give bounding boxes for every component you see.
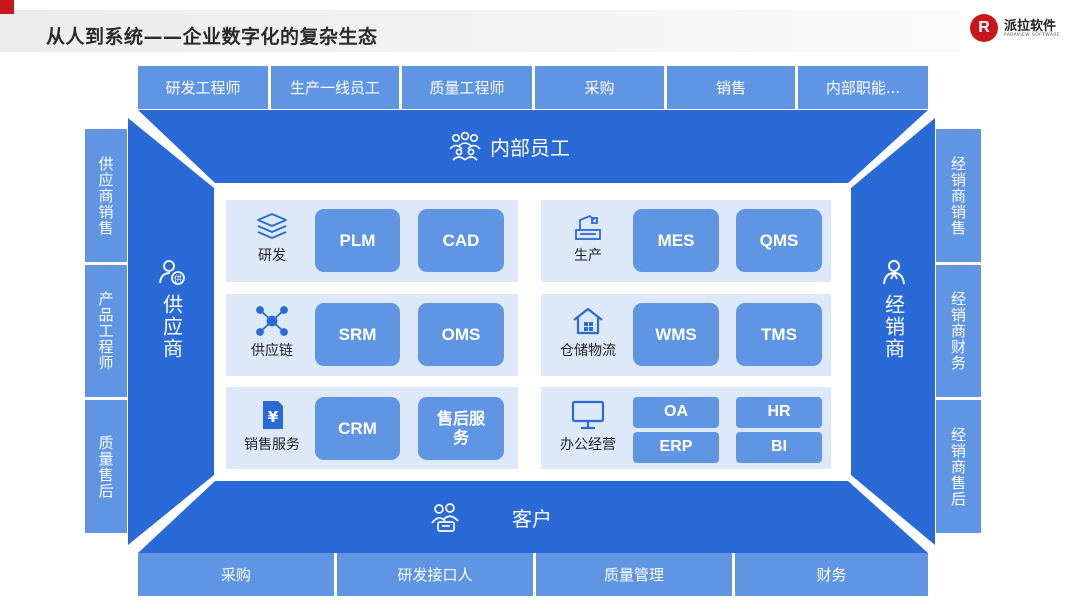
warehouse-icon [573,307,603,335]
system-bi: BI [736,432,822,463]
bottom-role-3: 质量管理 [536,553,732,596]
header-band [0,10,960,52]
header-accent-square [0,0,14,14]
bottom-role-1: 采购 [138,553,334,596]
supplier-person-icon: 供 [159,260,185,285]
frame-top [138,110,928,183]
customer-label: 客户 [430,500,552,534]
supplier-text: 供应商 [159,294,184,360]
system-tms: TMS [736,303,822,366]
svg-text:¥: ¥ [268,408,279,426]
dealer-text: 经销商 [881,294,906,360]
bottom-role-2: 研发接口人 [337,553,533,596]
system-hr: HR [736,397,822,428]
frame-bottom [138,481,928,553]
frame-left [128,118,214,545]
factory-icon [575,214,601,240]
system-qms: QMS [736,209,822,272]
system-erp: ERP [633,432,719,463]
category-sales-service-label: 销售服务 [244,437,300,453]
supplier-label: 供 供应商 [157,258,187,360]
category-rd-label: 研发 [258,248,286,264]
right-role-1: 经销商销售 [936,129,981,262]
yuan-document-icon: ¥ [263,401,283,429]
brand-logo-icon: R [970,14,998,42]
top-role-3: 质量工程师 [402,66,532,109]
top-role-4: 采购 [535,66,664,109]
system-srm: SRM [315,303,400,366]
svg-text:供: 供 [174,274,182,284]
system-mes: MES [633,209,719,272]
frame-right [851,118,935,545]
top-role-5: 销售 [667,66,795,109]
system-after-sales: 售后服务 [418,397,504,460]
right-role-2: 经销商财务 [936,265,981,397]
brand-name-en: PARAVIEW SOFTWARE [1004,33,1061,38]
category-supply-chain: 供应链 [234,305,310,360]
category-production: 生产 [550,212,626,265]
team-icon [449,131,481,161]
category-supply-chain-label: 供应链 [251,343,293,359]
person-icon [883,260,905,285]
system-crm: CRM [315,397,400,460]
customers-icon [431,503,459,532]
category-warehouse: 仓储物流 [548,305,628,360]
right-role-3: 经销商售后 [936,400,981,533]
top-role-1: 研发工程师 [138,66,268,109]
brand-name: 派拉软件 [1004,19,1057,34]
top-role-2: 生产一线员工 [271,66,399,109]
category-sales-service: ¥ 销售服务 [230,399,314,454]
system-plm: PLM [315,209,400,272]
internal-staff-label: 内部员工 [448,130,570,162]
system-oa: OA [633,397,719,428]
customer-text: 客户 [512,506,552,531]
page-title: 从人到系统——企业数字化的复杂生态 [46,26,378,48]
bottom-role-4: 财务 [735,553,928,596]
system-oms: OMS [418,303,504,366]
left-role-3: 质量售后 [85,400,127,533]
internal-staff-text: 内部员工 [490,135,570,160]
layers-icon [257,213,287,239]
category-production-label: 生产 [574,248,602,264]
category-rd: 研发 [234,212,310,265]
category-warehouse-label: 仓储物流 [560,343,616,359]
category-office: 办公经营 [548,399,628,454]
dealer-label: 经销商 [879,258,909,360]
monitor-icon [571,400,605,430]
left-role-1: 供应商销售 [85,129,127,262]
left-role-2: 产品工程师 [85,265,127,397]
top-role-6: 内部职能... [798,66,928,109]
system-cad: CAD [418,209,504,272]
system-wms: WMS [633,303,719,366]
category-office-label: 办公经营 [560,437,616,453]
network-icon [256,306,288,336]
